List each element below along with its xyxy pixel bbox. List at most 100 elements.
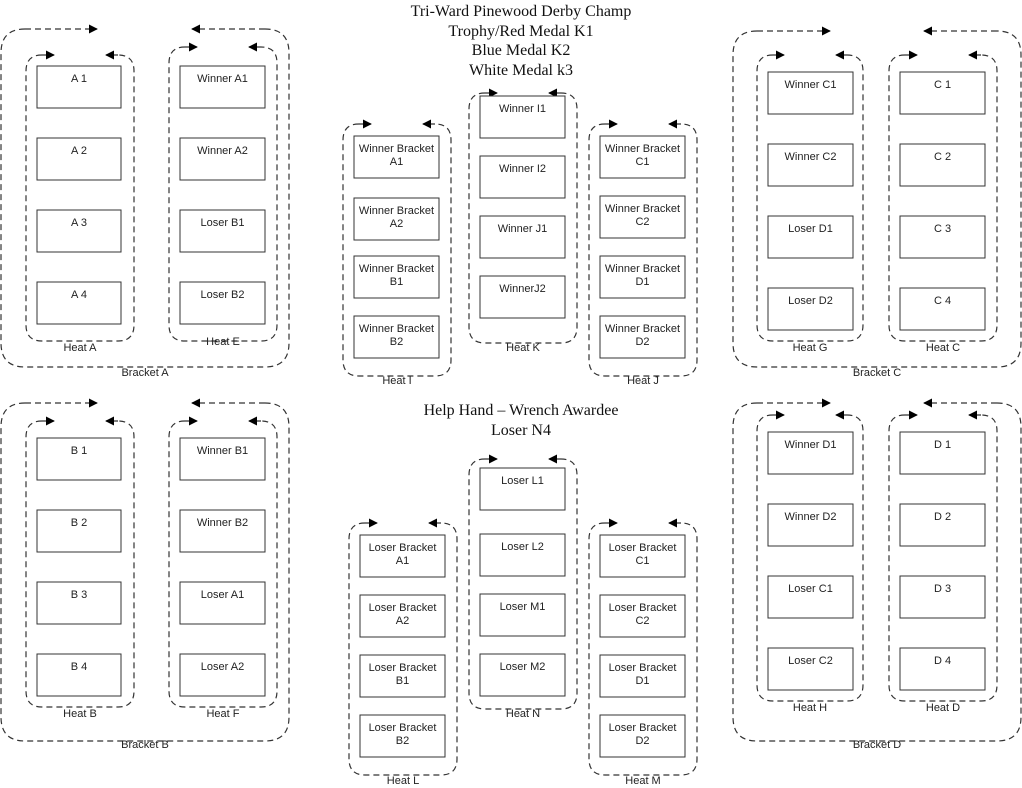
heat-heat-k-frame (468, 88, 578, 344)
heat-heat-b-frame (25, 416, 135, 708)
slot-box: B 2 (36, 509, 122, 553)
heat-label: Heat K (506, 342, 540, 354)
slot-rect (599, 714, 686, 758)
slot-box: Loser A1 (179, 581, 266, 625)
slot-label: B 1 (71, 445, 88, 457)
slot-label: C 2 (934, 151, 951, 163)
slot-box: Loser D1 (767, 215, 854, 259)
slot-rect (599, 534, 686, 578)
slot-label: Loser B2 (200, 289, 244, 301)
slot-box: Loser A2 (179, 653, 266, 697)
slot-rect (179, 65, 266, 109)
slot-box: C 3 (899, 215, 986, 259)
heat-heat-c-frame-outline (888, 54, 998, 342)
championship-title: Tri-Ward Pinewood Derby Champ Trophy/Red… (321, 2, 721, 80)
heat-heat-g-frame (756, 50, 864, 342)
slot-rect (599, 195, 686, 239)
heat-label: Heat H (793, 702, 827, 714)
slot-box: Winner J1 (479, 215, 566, 259)
slot-label: Loser L1 (501, 475, 544, 487)
slot-box: A 2 (36, 137, 122, 181)
slot-rect (767, 575, 854, 619)
slot-rect (767, 71, 854, 115)
heat-heat-e-frame-outline (168, 46, 278, 342)
slot-rect (179, 281, 266, 325)
slot-box: B 4 (36, 653, 122, 697)
slot-rect (36, 137, 122, 181)
heat-heat-c-frame (888, 50, 998, 342)
helping-hand-title-line: Help Hand – Wrench Awardee (423, 402, 619, 419)
slot-box: A 1 (36, 65, 122, 109)
slot-rect (767, 215, 854, 259)
heat-label: Heat I (382, 375, 411, 387)
slot-label: Loser D1 (788, 223, 833, 235)
bracket-frame-bracket-c (732, 26, 1022, 368)
championship-title-line: Tri-Ward Pinewood Derby Champ (410, 3, 632, 20)
slot-rect (179, 653, 266, 697)
heat-heat-h-frame-outline (756, 414, 864, 702)
slot-label: Loser M1 (500, 601, 546, 613)
bracket-frame-bracket-b (0, 398, 290, 742)
slot-box: A 3 (36, 209, 122, 253)
slot-label: D 3 (934, 583, 951, 595)
heat-heat-k-frame-outline (468, 92, 578, 344)
heat-heat-h-frame (756, 410, 864, 702)
heat-heat-d-frame-outline (888, 414, 998, 702)
slot-rect (599, 135, 686, 179)
slot-label: A 4 (71, 289, 87, 301)
slot-box: B 1 (36, 437, 122, 481)
slot-rect (359, 594, 446, 638)
white-medal-line: White Medal k3 (469, 61, 573, 79)
slot-rect (36, 65, 122, 109)
slot-rect (479, 215, 566, 259)
slot-rect (899, 575, 986, 619)
slot-label: A 1 (71, 73, 87, 85)
bracket-frame-bracket-c-outline (732, 30, 1022, 368)
slot-rect (353, 315, 440, 359)
slot-rect (479, 653, 566, 697)
slot-box: Loser B1 (179, 209, 266, 253)
slot-label: Loser M2 (500, 661, 546, 673)
blue-medal-line: Blue Medal K2 (471, 42, 571, 59)
slot-box: Loser C2 (767, 647, 854, 691)
slot-box: Loser M2 (479, 653, 566, 697)
heat-label: Heat A (63, 342, 97, 354)
slot-rect (479, 155, 566, 199)
slot-label: Loser C1 (788, 583, 833, 595)
slot-box: C 2 (899, 143, 986, 187)
heat-label: Heat E (206, 336, 240, 348)
slot-rect (479, 467, 566, 511)
slot-rect (179, 137, 266, 181)
slot-rect (359, 654, 446, 698)
slot-rect (767, 287, 854, 331)
heat-heat-j-frame (588, 119, 698, 377)
slot-rect (599, 315, 686, 359)
slot-rect (353, 197, 440, 241)
slot-rect (599, 255, 686, 299)
slot-rect (767, 647, 854, 691)
slot-label: WinnerJ2 (499, 283, 545, 295)
slot-rect (899, 647, 986, 691)
slot-rect (767, 143, 854, 187)
slot-box: WinnerJ2 (479, 275, 566, 319)
slot-box: Loser C1 (767, 575, 854, 619)
slot-box: Winner B2 (179, 509, 266, 553)
heat-label: Heat M (625, 775, 660, 787)
heat-label: Heat N (506, 708, 540, 720)
slot-label: Loser D2 (788, 295, 833, 307)
heat-heat-f-frame (168, 416, 278, 708)
